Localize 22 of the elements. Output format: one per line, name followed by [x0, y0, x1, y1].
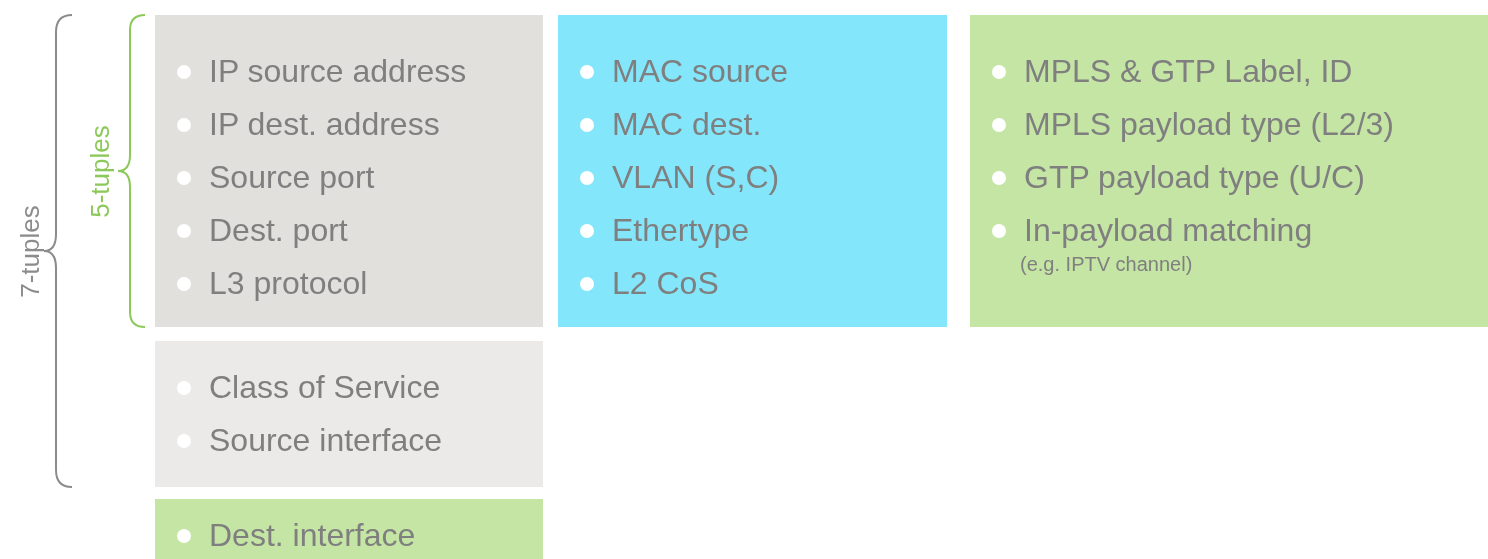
bracket-label: 7-tuples: [14, 204, 46, 298]
list-item: IP dest. address: [177, 98, 543, 151]
list-item: Ethertype: [580, 204, 947, 257]
list-item: Dest. port: [177, 204, 543, 257]
list-item: Source interface: [177, 414, 543, 467]
list-item: L2 CoS: [580, 257, 947, 310]
list-panel: [558, 15, 947, 327]
list-panel: [155, 499, 543, 559]
list-item: L3 protocol: [177, 257, 543, 310]
list-item: MAC source: [580, 45, 947, 98]
list-item: Source port: [177, 151, 543, 204]
list-item: GTP payload type (U/C): [992, 151, 1488, 204]
list-item: VLAN (S,C): [580, 151, 947, 204]
bracket-label: 5-tuples: [84, 124, 116, 218]
list-panel: [155, 15, 543, 327]
list-item: MPLS & GTP Label, ID: [992, 45, 1488, 98]
list-item: Dest. interface: [177, 509, 543, 559]
list-panel: [970, 15, 1488, 327]
list-item: MAC dest.: [580, 98, 947, 151]
list-item: IP source address: [177, 45, 543, 98]
list-item: Class of Service: [177, 361, 543, 414]
list-item: MPLS payload type (L2/3): [992, 98, 1488, 151]
